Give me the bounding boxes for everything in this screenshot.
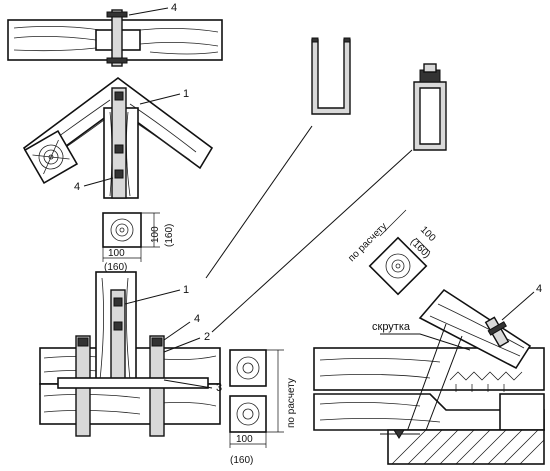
callout-1-ridge: 1 [183, 88, 189, 100]
callout-1-bottom: 1 [183, 284, 189, 296]
callout-3: 3 [216, 382, 222, 394]
top-beam-joint: 4 [7, 2, 223, 67]
callout-4-bottom: 4 [194, 313, 200, 325]
u-clamp-open [311, 37, 351, 115]
callout-4-ridge: 4 [74, 181, 80, 193]
callout-4-strut: 4 [536, 283, 542, 295]
post-dim-width: 100 [108, 248, 125, 259]
post-dim-width-alt: (160) [104, 262, 127, 273]
post-dim-height-alt: (160) [164, 224, 175, 247]
callout-4-top: 4 [171, 2, 177, 14]
tie-dim-width: 100 [236, 434, 253, 445]
twist-label: скрутка [372, 321, 411, 333]
callout-2: 2 [204, 331, 210, 343]
strut-tie-joint: 4 скрутка [313, 283, 545, 465]
rafter-section [23, 129, 79, 185]
post-section: 100 (160) 100 (160) [102, 212, 175, 273]
post-dim-height: 100 [150, 226, 161, 243]
strut-section [368, 236, 428, 296]
u-clamp-closed [413, 63, 447, 151]
tie-dim-height: по расчету [286, 378, 297, 428]
tie-dim-width-alt: (160) [230, 455, 253, 466]
tie-sections: по расчету 100 (160) [229, 349, 297, 466]
bottom-tie-joint: 1 4 2 3 [39, 271, 222, 437]
